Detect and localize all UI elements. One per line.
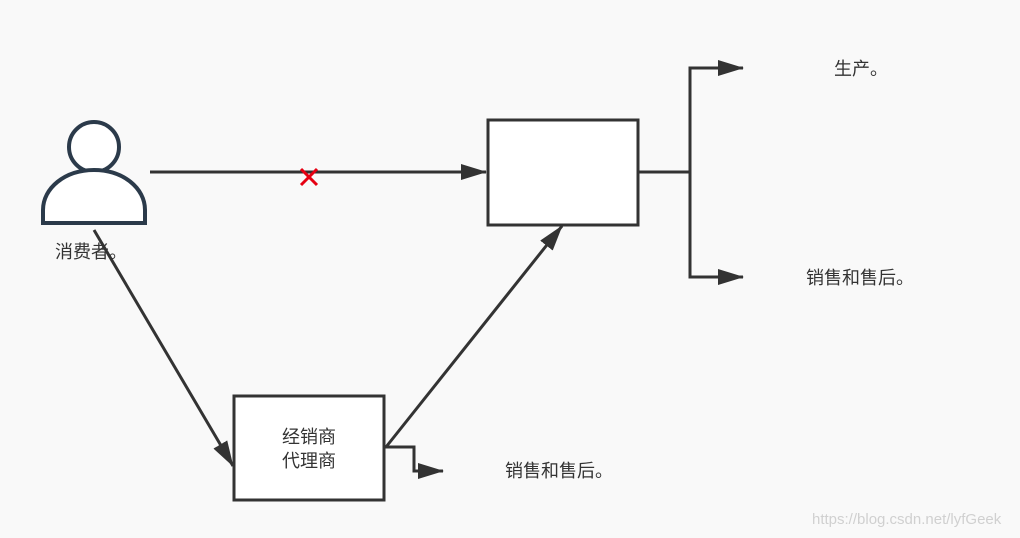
cross-icon [299, 167, 319, 187]
manufacturer-box [486, 118, 640, 227]
sales-after-label-dealer: 销售和售后。 [505, 461, 613, 482]
sales-after-label-top: 销售和售后。 [806, 268, 914, 289]
consumer-label: 消费者。 [55, 242, 127, 263]
sales-after-arrow-top [688, 172, 744, 285]
dealer-box-text: 经销商 代理商 [234, 426, 384, 474]
production-arrow [688, 60, 744, 172]
consumer-to-dealer-arrow [92, 229, 235, 467]
watermark-text: https://blog.csdn.net/lyfGeek [812, 511, 1002, 528]
dealer-box-line1: 经销商 [282, 427, 336, 448]
dealer-box-line2: 代理商 [282, 451, 336, 472]
user-icon [41, 120, 147, 225]
dealer-box [232, 394, 386, 502]
production-label: 生产。 [834, 59, 888, 80]
dealer-to-manufacturer-arrow [384, 225, 564, 448]
sales-after-arrow-dealer [384, 445, 444, 479]
